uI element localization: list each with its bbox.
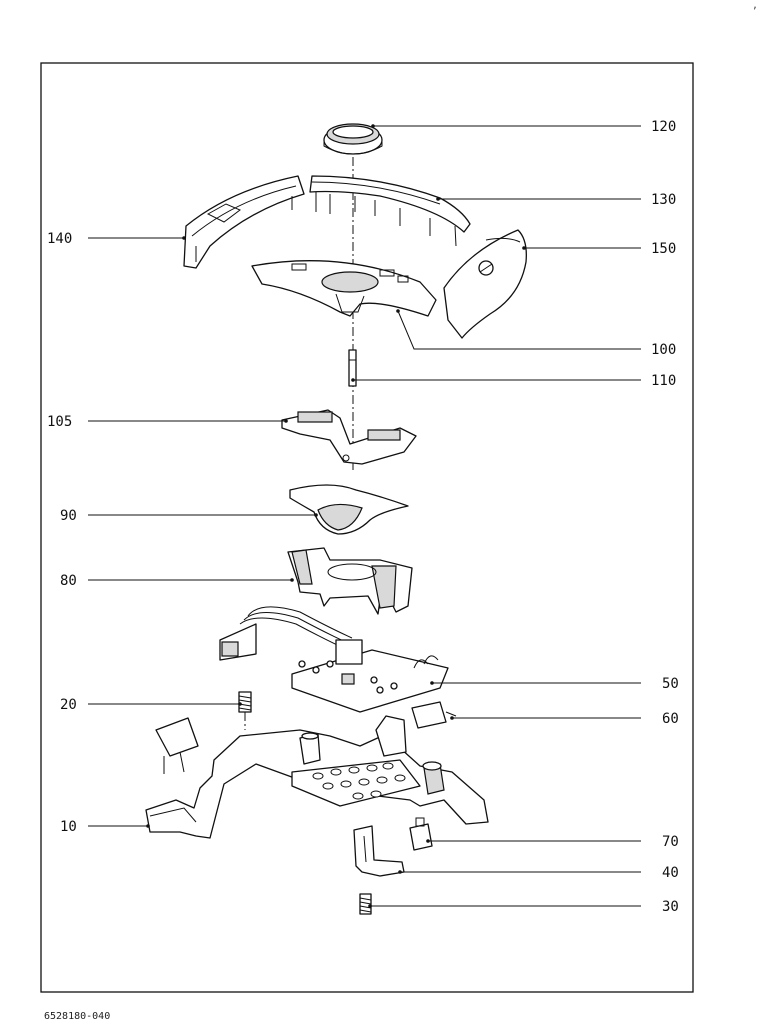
callout-150: 150 <box>522 241 676 257</box>
part-10-base <box>145 715 489 839</box>
part-110-pin <box>348 349 357 387</box>
part-wiring-harness <box>219 606 353 661</box>
part-100-chassis-plate <box>251 260 437 317</box>
callout-label: 120 <box>651 119 676 135</box>
part-50-circuit-board <box>291 639 449 713</box>
part-40-bracket <box>353 825 405 877</box>
part-140-left-cover <box>183 175 305 269</box>
callout-105: 105 <box>47 414 288 430</box>
callout-label: 50 <box>662 676 679 692</box>
callout-label: 30 <box>662 899 679 915</box>
callout-100: 100 <box>396 309 676 358</box>
callout-50: 50 <box>430 676 679 692</box>
part-30-spring <box>359 893 372 915</box>
callout-90: 90 <box>60 508 318 524</box>
callout-10: 10 <box>60 819 150 835</box>
callout-label: 10 <box>60 819 77 835</box>
part-150-side-shell <box>443 229 527 339</box>
callout-label: 100 <box>651 342 676 358</box>
callout-label: 140 <box>47 231 72 247</box>
corner-mark: , <box>752 0 759 11</box>
part-105-switch-board <box>281 409 417 465</box>
part-60-microswitch <box>411 701 457 729</box>
callout-140: 140 <box>47 231 186 247</box>
callout-40: 40 <box>398 865 679 881</box>
part-20-spring <box>238 691 252 713</box>
callout-110: 110 <box>351 373 676 389</box>
callout-20: 20 <box>60 697 242 713</box>
callout-label: 60 <box>662 711 679 727</box>
callout-label: 20 <box>60 697 77 713</box>
part-120-ring <box>323 123 383 155</box>
callout-label: 90 <box>60 508 77 524</box>
callout-label: 70 <box>662 834 679 850</box>
part-130-top-cover <box>309 175 471 247</box>
callout-60: 60 <box>450 711 679 727</box>
callout-label: 130 <box>651 192 676 208</box>
callout-label: 150 <box>651 241 676 257</box>
drawing-number: 6528180-040 <box>44 1011 111 1022</box>
part-90-duct <box>289 484 409 535</box>
callout-label: 110 <box>651 373 676 389</box>
callout-30: 30 <box>368 899 679 915</box>
drawing-frame <box>40 62 694 993</box>
callout-label: 80 <box>60 573 77 589</box>
callouts: 120 130 140 150 100 110 <box>47 119 679 915</box>
callout-label: 40 <box>662 865 679 881</box>
callout-130: 130 <box>436 192 676 208</box>
callout-70: 70 <box>426 834 679 850</box>
callout-80: 80 <box>60 573 294 589</box>
part-70-switch <box>409 817 433 851</box>
part-80-housing <box>287 547 413 615</box>
callout-120: 120 <box>371 119 676 135</box>
callout-label: 105 <box>47 414 72 430</box>
